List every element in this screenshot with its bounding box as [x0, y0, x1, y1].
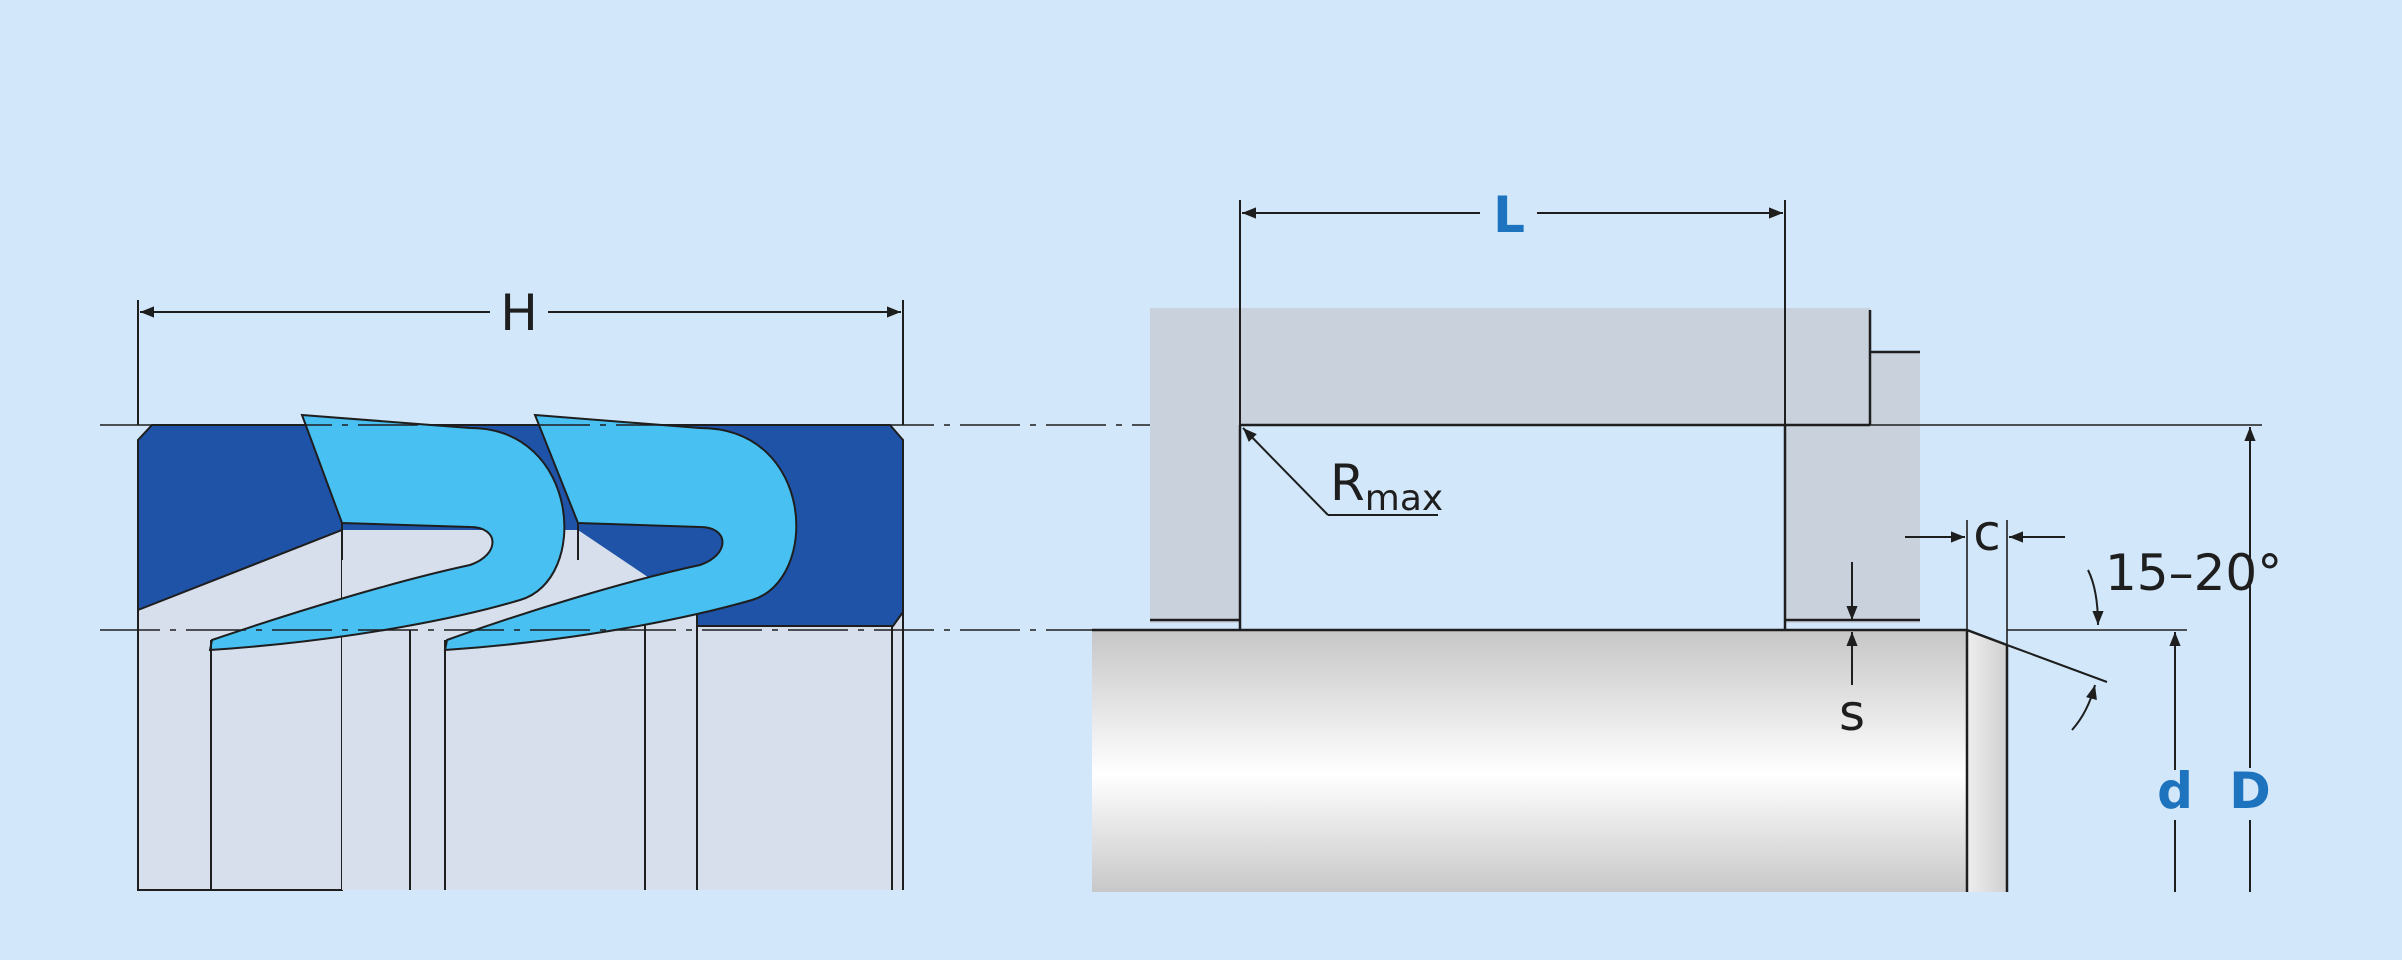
- l-label: L: [1493, 186, 1525, 244]
- seal-section-lines: [137, 440, 904, 890]
- d-label: d: [2157, 762, 2193, 820]
- rmax-subscript: max: [1365, 478, 1443, 519]
- h-label: H: [500, 284, 538, 342]
- seal-cutaway-view: H: [137, 284, 904, 891]
- angle-arrow-upper: [2087, 569, 2104, 626]
- housing-left-wall: [1150, 425, 1240, 623]
- rmax-leader-line: [1242, 427, 1329, 516]
- shaft: [1092, 630, 1967, 892]
- groove-outline: [1092, 310, 2009, 892]
- chamfer-angle-line: [2006, 644, 2108, 683]
- angle-arrow-lower: [2071, 684, 2097, 731]
- seal-lip-1: [208, 413, 566, 652]
- bore-d-label: D: [2229, 762, 2271, 820]
- rmax-label: Rmax: [1330, 454, 1443, 519]
- seal-lip-2: [443, 413, 798, 652]
- rmax-letter: R: [1330, 454, 1365, 512]
- housing-step: [1870, 352, 1920, 425]
- housing-top: [1150, 308, 1870, 425]
- d-label-backdrop: [2155, 770, 2195, 820]
- c-label: c: [1973, 504, 2001, 562]
- bore-d-label-backdrop: [2228, 768, 2272, 820]
- angle-label: 15–20°: [2105, 544, 2282, 602]
- s-label: s: [1839, 684, 1865, 742]
- housing-installation-view: L Rmax c 15–20° s d D: [1092, 186, 2282, 892]
- centre-lines: [100, 424, 1242, 631]
- shaft-chamfer: [1967, 630, 2007, 892]
